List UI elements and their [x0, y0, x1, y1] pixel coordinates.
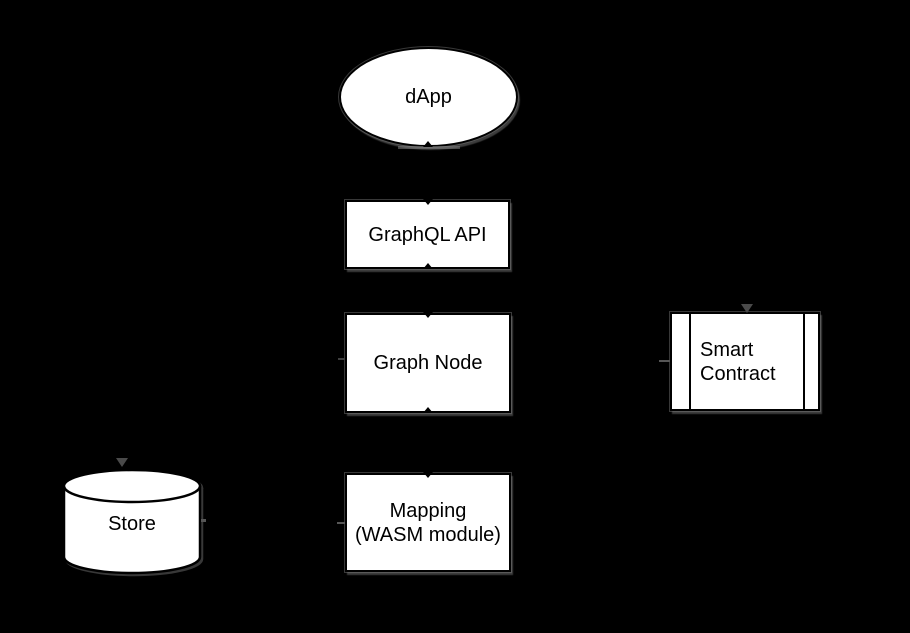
- process-inner-line-right: [803, 314, 805, 409]
- arrowhead-into-dapp-icon: [423, 141, 433, 147]
- store-cylinder-shape: [62, 468, 202, 575]
- graphql-api-label: GraphQL API: [368, 223, 487, 246]
- arrowhead-into-graphnode-bottom-icon: [423, 407, 433, 413]
- arrowhead-into-graphnode-top-icon: [423, 312, 433, 318]
- graph-node-label: Graph Node: [373, 352, 483, 374]
- connector-stub-graphnode-left: [338, 358, 345, 360]
- mapping-label: Mapping (WASM module): [355, 499, 501, 546]
- arrowhead-into-mapping-top-icon: [423, 472, 433, 478]
- connector-stub-smartcontract-left: [659, 360, 670, 362]
- mapping-node: Mapping (WASM module): [345, 473, 511, 572]
- arrowhead-into-graphql-bottom-icon: [423, 263, 433, 269]
- graph-node-node: Graph Node: [345, 313, 511, 413]
- store-node: Store: [62, 466, 202, 578]
- dapp-label: dApp: [405, 86, 452, 108]
- connector-stub-store-right: [201, 519, 206, 522]
- arrowhead-into-smartcontract-icon: [741, 304, 753, 313]
- arrowhead-into-store-icon: [116, 458, 128, 467]
- arrowhead-into-graphql-top-icon: [423, 199, 433, 205]
- store-label: Store: [108, 513, 156, 535]
- smart-contract-node: Smart Contract: [670, 312, 820, 411]
- connector-smudge-under-dapp: [398, 146, 460, 149]
- dapp-node: dApp: [339, 47, 518, 147]
- graphql-api-node: GraphQL API: [345, 200, 510, 269]
- process-inner-line-left: [689, 314, 691, 409]
- smart-contract-label: Smart Contract: [700, 338, 776, 385]
- connector-stub-mapping-left: [337, 522, 345, 524]
